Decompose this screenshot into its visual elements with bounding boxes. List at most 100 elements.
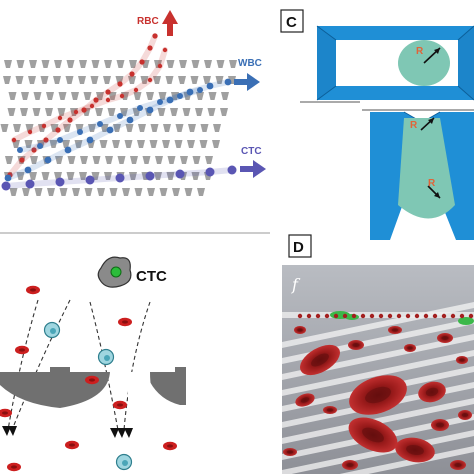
small-rbc [351, 313, 357, 319]
rbc-trail [11, 47, 168, 143]
rendered-rbc [431, 419, 449, 431]
pillar [221, 92, 229, 100]
rbc-cell [133, 87, 139, 93]
ctc-legend-label: CTC [136, 268, 167, 285]
pillar [175, 124, 184, 132]
pillar [155, 156, 163, 164]
red-blood-cell-center [117, 403, 123, 407]
pillar [90, 76, 99, 84]
pillar [83, 92, 92, 100]
pillar [99, 140, 108, 148]
small-rbc [306, 313, 312, 319]
ctc-cell [55, 177, 65, 187]
ctc-cell [227, 165, 237, 175]
pillar [29, 60, 37, 68]
rbc-trail [7, 33, 158, 178]
small-rbc [396, 313, 402, 319]
pillar [130, 156, 138, 164]
panel-d-letter-box [288, 234, 312, 258]
panel-c-letter: C [286, 14, 297, 31]
pillar [150, 124, 159, 132]
rendered-rbc [295, 393, 315, 407]
rbc-dimple [365, 386, 391, 404]
pillar [174, 140, 183, 148]
pillar [125, 124, 134, 132]
ctc-cell [205, 167, 215, 177]
wbc-label: WBC [238, 58, 262, 69]
pillar [197, 188, 205, 196]
wbc-cell [86, 136, 94, 144]
pillar [117, 156, 126, 164]
pillar [103, 76, 111, 84]
pillar [165, 76, 174, 84]
white-blood-cell-nucleus [50, 328, 56, 334]
flow-arrowheads [2, 426, 133, 438]
channel-stripe [282, 334, 474, 380]
rendered-red-blood-cells [283, 313, 474, 470]
wbc-cell [117, 113, 123, 119]
small-rbc [333, 313, 339, 319]
rbc-cell [117, 81, 123, 87]
pillar [220, 108, 228, 116]
rendered-rbc [388, 326, 402, 334]
panel-b-filtration: CTC [0, 256, 186, 472]
pillar [58, 92, 67, 100]
pillar [16, 172, 25, 180]
pillar [153, 76, 161, 84]
red-blood-cell-center [30, 288, 36, 292]
rendered-rbc [418, 381, 446, 403]
rendered-rbc [349, 375, 407, 415]
pillar [41, 172, 50, 180]
rendered-rbc [348, 417, 398, 453]
rbc-cell [41, 123, 47, 129]
pillar [54, 60, 62, 68]
rbc-dimple [454, 463, 462, 467]
pillar [32, 108, 41, 116]
pillar [4, 60, 12, 68]
pillar [216, 60, 225, 68]
white-blood-cell-nucleus [104, 355, 110, 361]
red-blood-cell-center [89, 378, 95, 382]
pillar [84, 188, 93, 196]
rbc-cell [19, 157, 25, 163]
rbc-cell [157, 63, 163, 69]
small-rbc [342, 313, 348, 319]
pillar [195, 108, 203, 116]
top-wall [282, 312, 474, 318]
ctc-cell [25, 179, 35, 189]
small-rbc [468, 313, 474, 319]
wbc-cell [44, 156, 52, 164]
pillar [22, 188, 30, 196]
wbc-cell [57, 137, 63, 143]
rbc-cell [105, 97, 111, 103]
pillar [95, 108, 103, 116]
rbc-dimple [362, 427, 384, 443]
small-rbc [423, 313, 429, 319]
rbc-cell [139, 59, 145, 65]
pillar [79, 172, 87, 180]
rendered-rbc [395, 437, 435, 463]
panel-a-separation-array: RBC WBC CTC [0, 10, 266, 196]
small-rbc [324, 313, 330, 319]
rendered-rbc [458, 410, 472, 420]
wbc-cell [186, 88, 194, 96]
small-rbc [405, 313, 411, 319]
pillar [72, 188, 80, 196]
ctc-cell-icon [97, 256, 132, 288]
pillar [133, 92, 142, 100]
pillar [41, 60, 50, 68]
pillar [112, 140, 120, 148]
pillar [196, 92, 204, 100]
pillar [100, 124, 109, 132]
pillar [190, 76, 199, 84]
ctc-cell [85, 175, 95, 185]
pillar [96, 92, 104, 100]
pillar [104, 60, 112, 68]
small-rbc [441, 313, 447, 319]
rbc-dimple [297, 328, 303, 332]
pillar [29, 172, 37, 180]
pillar [97, 188, 105, 196]
rbc-dimple [441, 336, 449, 340]
radius-label-upper: R [410, 120, 418, 131]
